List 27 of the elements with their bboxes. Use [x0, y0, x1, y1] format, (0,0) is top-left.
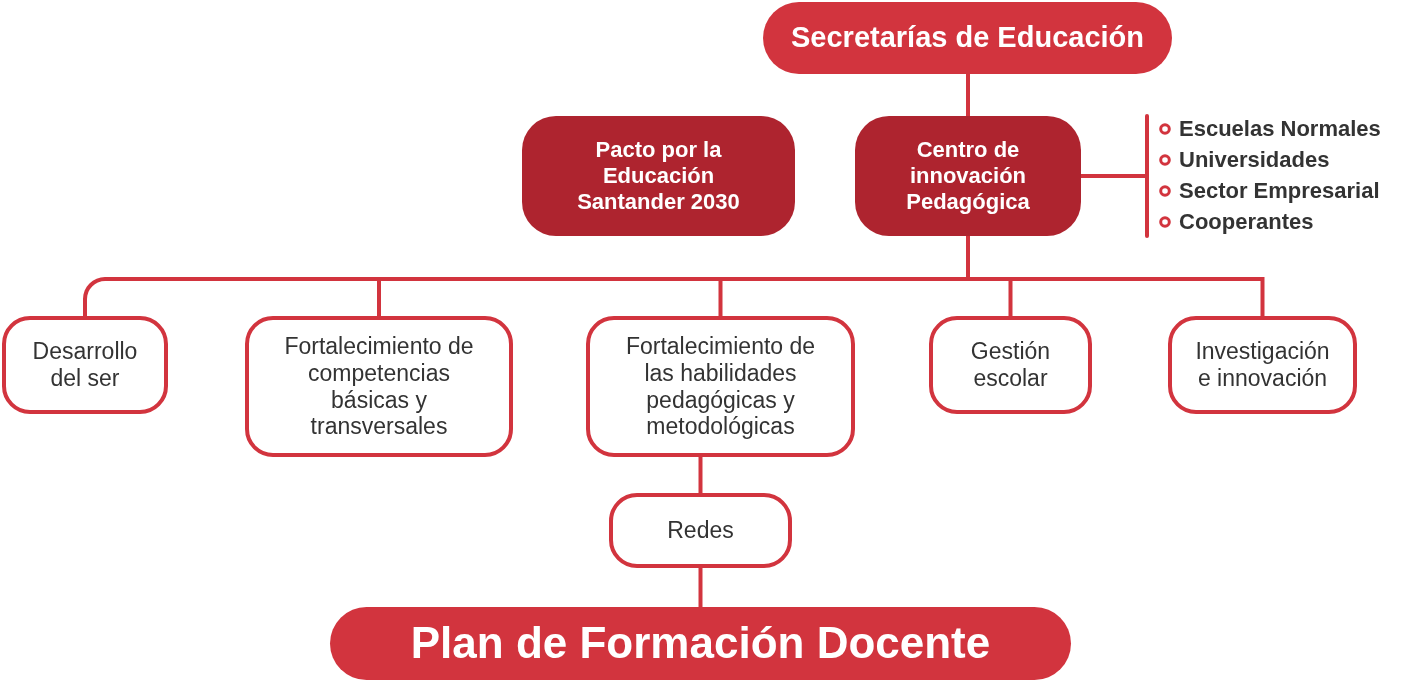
list-item: Sector Empresarial — [1179, 178, 1380, 205]
box-label: Secretarías de Educación — [791, 21, 1144, 55]
rounded-box — [2, 316, 168, 414]
list-item: Universidades — [1179, 147, 1330, 174]
box-label: Plan de Formación Docente — [410, 619, 991, 668]
box-label: Centro de innovación Pedagógica — [905, 137, 1031, 215]
connector-line — [1081, 174, 1145, 178]
list-item: Escuelas Normales — [1179, 116, 1381, 143]
box-label: Redes — [667, 517, 734, 544]
list-item: Cooperantes — [1179, 209, 1314, 236]
box-label: Fortalecimiento de las habilidades pedagógicas y metodológicas — [624, 332, 817, 441]
rounded-box — [929, 316, 1092, 414]
box-label: Fortalecimiento de competencias básicas y transversales — [283, 332, 475, 441]
connector-line — [966, 74, 970, 116]
rounded-box — [522, 116, 795, 236]
rounded-box — [855, 116, 1081, 236]
rounded-box — [245, 316, 513, 457]
connector-line — [698, 457, 703, 493]
connector-line — [698, 568, 703, 607]
rounded-box — [609, 493, 792, 568]
box-label: Investigación e innovación — [1194, 338, 1331, 392]
connector-line — [966, 236, 1265, 316]
rounded-box — [586, 316, 855, 457]
box-label: Gestión escolar — [969, 338, 1052, 392]
box-label: Pacto por la Educación Santander 2030 — [576, 137, 741, 215]
rounded-box — [1168, 316, 1357, 414]
box-label: Desarrollo del ser — [31, 338, 139, 392]
